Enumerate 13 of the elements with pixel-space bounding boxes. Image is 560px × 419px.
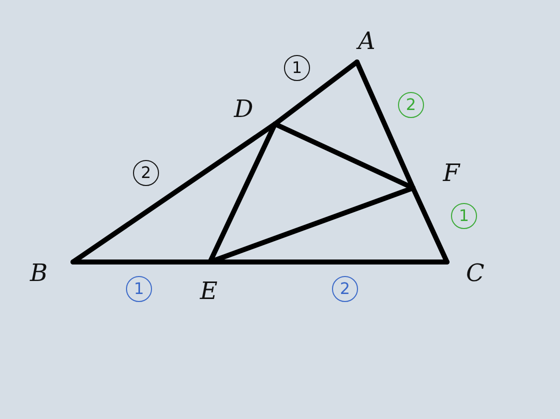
circled-ratio-number: 1 — [284, 55, 310, 81]
circled-ratio-number: 2 — [398, 92, 424, 118]
circled-ratio-number: 2 — [133, 160, 159, 186]
circled-ratio-number: 1 — [126, 276, 152, 302]
point-label: F — [443, 160, 460, 186]
circled-ratio-number: 2 — [332, 276, 358, 302]
line-segment — [272, 122, 416, 190]
point-label: B — [30, 260, 48, 286]
point-label: D — [234, 96, 254, 122]
point-label: C — [466, 260, 484, 286]
circled-ratio-number: 1 — [451, 203, 477, 229]
point-label: A — [358, 28, 376, 54]
point-label: E — [200, 278, 218, 304]
